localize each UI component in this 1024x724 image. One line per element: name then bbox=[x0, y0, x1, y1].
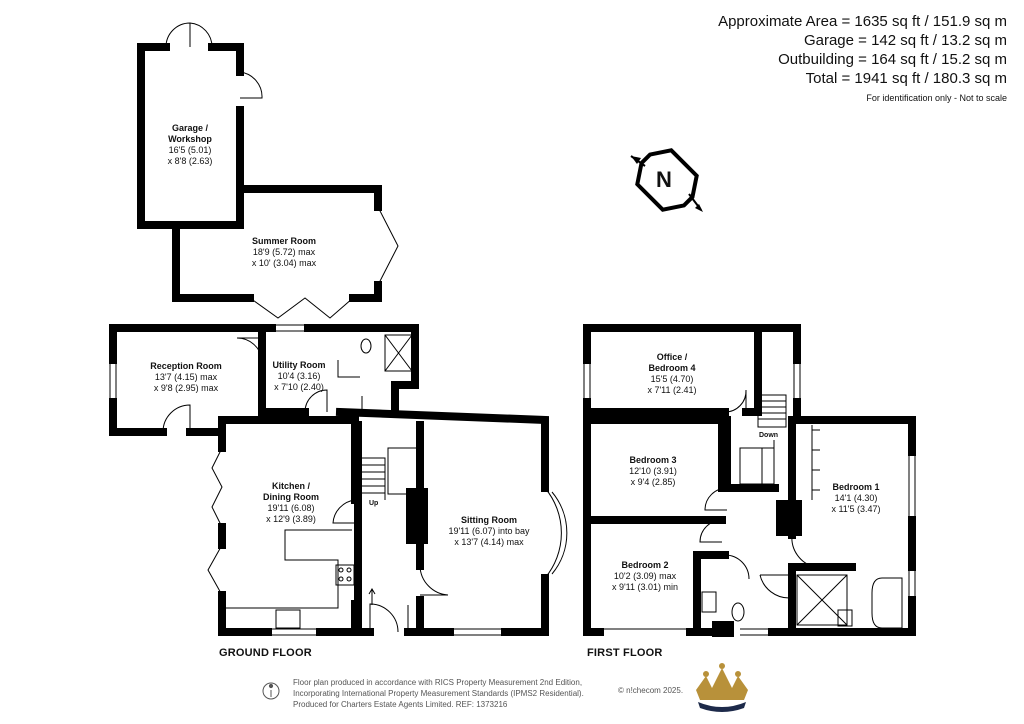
person-icon bbox=[262, 682, 280, 700]
utility-walls bbox=[304, 324, 419, 416]
office-walls bbox=[583, 324, 801, 364]
compass-north-label: N bbox=[656, 167, 672, 192]
room-kitchen: Kitchen / Dining Room 19'11 (6.08) x 12'… bbox=[263, 481, 319, 524]
reception-walls bbox=[109, 324, 244, 364]
area-summary: Approximate Area = 1635 sq ft / 151.9 sq… bbox=[718, 12, 1007, 105]
total-area: Total = 1941 sq ft / 180.3 sq m bbox=[805, 70, 1007, 87]
footer-brand: © n!checom 2025. bbox=[618, 686, 684, 695]
stairs-down-label: Down bbox=[759, 432, 779, 439]
room-reception: Reception Room 13'7 (4.15) max x 9'8 (2.… bbox=[150, 361, 222, 393]
room-utility: Utility Room 10'4 (3.16) x 7'10 (2.40) bbox=[272, 360, 326, 392]
ground-floor-label: GROUND FLOOR bbox=[219, 647, 312, 659]
summer-room-walls bbox=[236, 185, 382, 211]
room-bedroom-3: Bedroom 3 12'10 (3.91) x 9'4 (2.85) bbox=[629, 455, 677, 487]
room-garage: Garage / Workshop 16'5 (5.01) x 8'8 (2.6… bbox=[167, 123, 213, 166]
garage-area: Garage = 142 sq ft / 13.2 sq m bbox=[803, 32, 1007, 49]
approximate-area: Approximate Area = 1635 sq ft / 151.9 sq… bbox=[718, 13, 1007, 30]
compass-icon bbox=[630, 148, 703, 212]
room-sitting: Sitting Room 19'11 (6.07) into bay x 13'… bbox=[448, 515, 530, 547]
scale-note: For identification only - Not to scale bbox=[866, 93, 1007, 103]
stairs-up-label: Up bbox=[369, 500, 379, 507]
room-bedroom-2: Bedroom 2 10'2 (3.09) max x 9'11 (3.01) … bbox=[611, 560, 679, 592]
crown-logo-icon bbox=[696, 663, 748, 712]
room-office: Office / Bedroom 4 15'5 (4.70) x 7'11 (2… bbox=[647, 352, 697, 395]
room-summer: Summer Room 18'9 (5.72) max x 10' (3.04)… bbox=[251, 236, 317, 268]
footer-disclaimer: Floor plan produced in accordance with R… bbox=[293, 678, 584, 709]
outbuilding-area: Outbuilding = 164 sq ft / 15.2 sq m bbox=[778, 51, 1007, 68]
first-floor-label: FIRST FLOOR bbox=[587, 647, 663, 659]
room-bedroom-1: Bedroom 1 14'1 (4.30) x 11'5 (3.47) bbox=[831, 482, 881, 514]
